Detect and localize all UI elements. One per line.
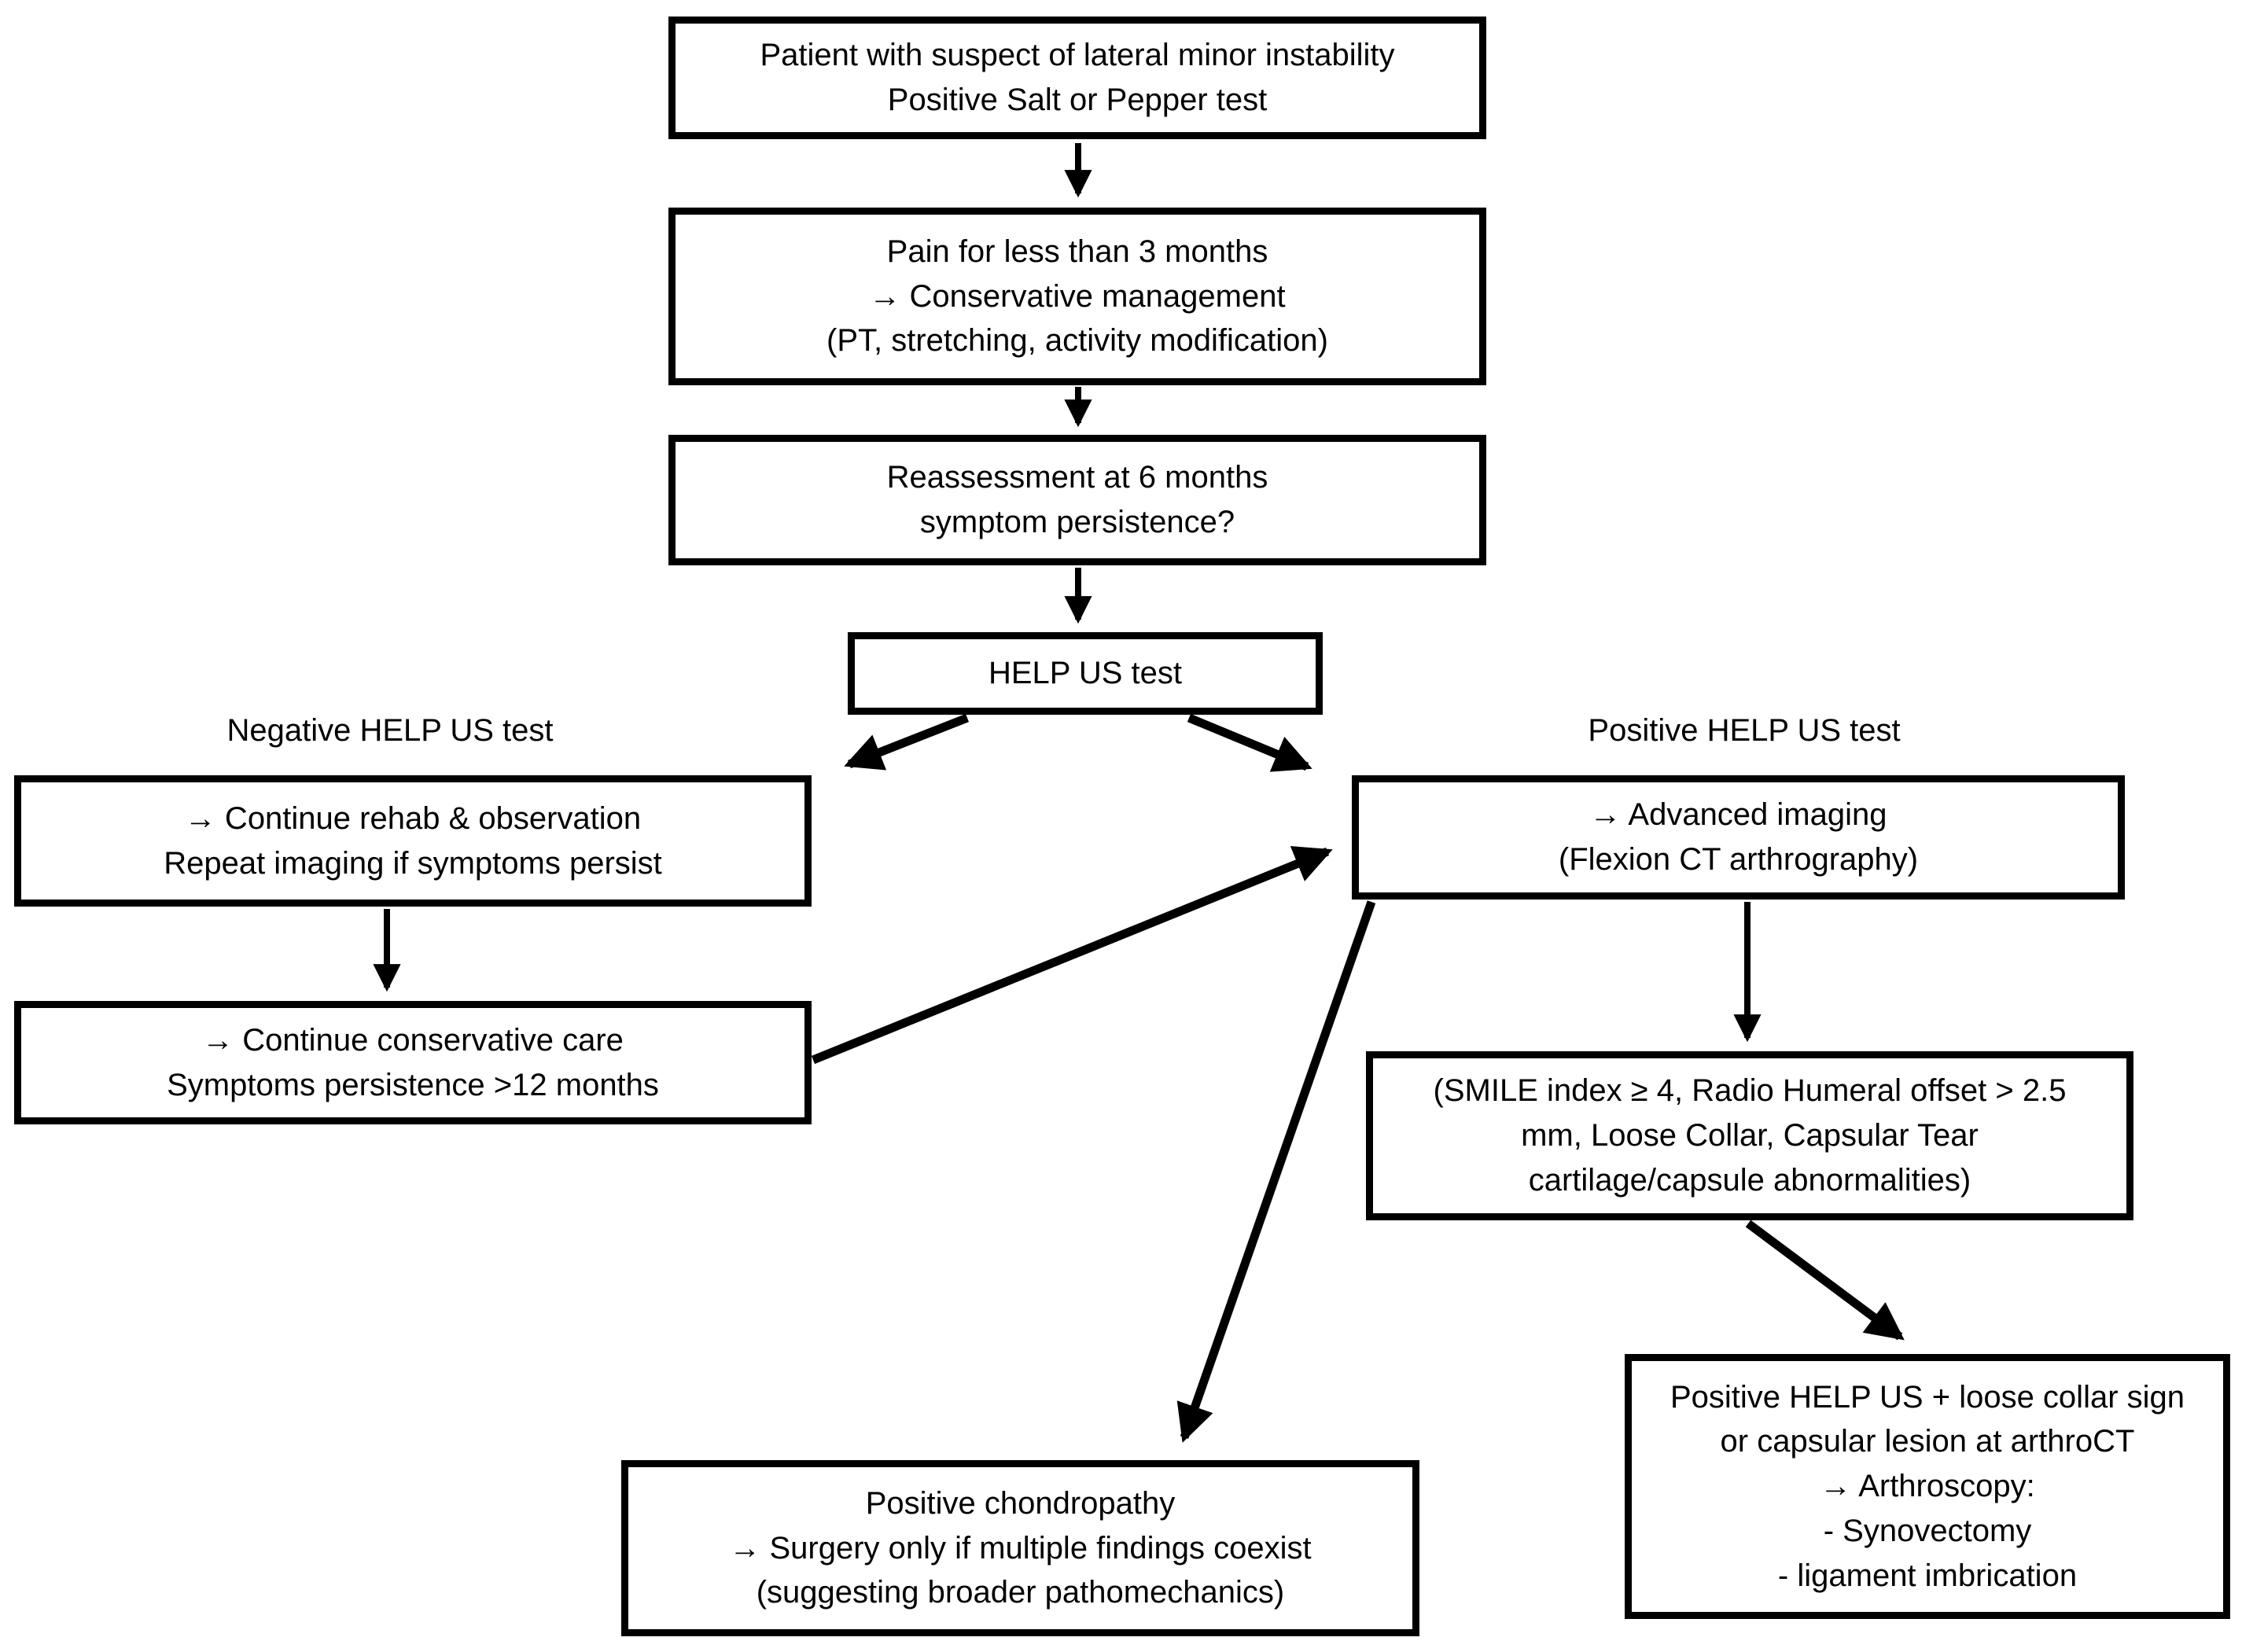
node-arthroscopy: Positive HELP US + loose collar sign or … — [1625, 1354, 2230, 1619]
node-patient-suspect: Patient with suspect of lateral minor in… — [668, 17, 1486, 139]
node-reassessment-6-months-text: Reassessment at 6 months symptom persist… — [886, 460, 1268, 539]
node-arthroscopy-text: Positive HELP US + loose collar sign or … — [1670, 1379, 2185, 1593]
arrow-conservative-to-imaging — [811, 846, 1333, 1065]
node-continue-conservative-care-text: → Continue conservative care Symptoms pe… — [167, 1022, 659, 1102]
node-advanced-imaging-text: → Advanced imaging (Flexion CT arthrogra… — [1558, 797, 1919, 877]
node-continue-rehab-observation: → Continue rehab & observation Repeat im… — [14, 775, 812, 907]
node-smile-index-criteria-text: (SMILE index ≥ 4, Radio Humeral offset >… — [1433, 1073, 2067, 1198]
node-smile-index-criteria: (SMILE index ≥ 4, Radio Humeral offset >… — [1366, 1051, 2133, 1220]
node-continue-rehab-observation-text: → Continue rehab & observation Repeat im… — [164, 800, 662, 881]
arrow-helpus-to-rehab — [844, 713, 970, 771]
node-patient-suspect-text: Patient with suspect of lateral minor in… — [760, 38, 1395, 117]
label-positive-help-us-test: Positive HELP US test — [1588, 713, 1901, 748]
arrow-imaging-to-chondropathy — [1176, 900, 1376, 1443]
node-help-us-test: HELP US test — [848, 632, 1323, 715]
arrow-helpus-to-imaging — [1187, 713, 1312, 772]
node-pain-conservative-management: Pain for less than 3 months → Conservati… — [668, 208, 1486, 385]
node-help-us-test-text: HELP US test — [988, 656, 1183, 691]
node-pain-conservative-management-text: Pain for less than 3 months → Conservati… — [826, 234, 1328, 359]
node-positive-chondropathy: Positive chondropathy → Surgery only if … — [621, 1460, 1419, 1636]
node-continue-conservative-care: → Continue conservative care Symptoms pe… — [14, 1001, 812, 1124]
arrow-smile-to-arthroscopy — [1745, 1220, 1905, 1341]
node-positive-chondropathy-text: Positive chondropathy → Surgery only if … — [729, 1485, 1312, 1610]
node-reassessment-6-months: Reassessment at 6 months symptom persist… — [668, 435, 1486, 565]
node-advanced-imaging: → Advanced imaging (Flexion CT arthrogra… — [1352, 775, 2125, 900]
label-negative-help-us-test: Negative HELP US test — [226, 713, 554, 748]
